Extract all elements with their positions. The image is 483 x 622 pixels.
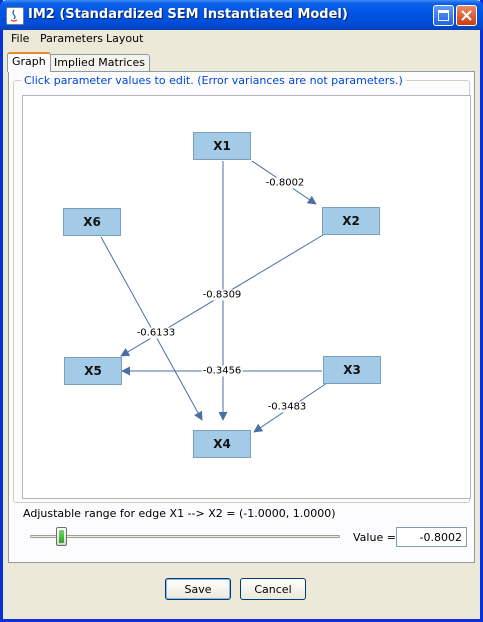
window-title: IM2 (Standardized SEM Instantiated Model… xyxy=(28,7,348,22)
cancel-button[interactable]: Cancel xyxy=(240,578,306,600)
value-label: Value = xyxy=(353,531,396,544)
maximize-icon xyxy=(438,10,449,21)
menu-layout[interactable]: Layout xyxy=(106,32,144,45)
value-slider-thumb[interactable] xyxy=(56,527,67,546)
edge-label-x1-x2[interactable]: -0.8002 xyxy=(264,177,306,189)
edge-label-x3-x5[interactable]: -0.3456 xyxy=(201,365,243,377)
save-button[interactable]: Save xyxy=(165,578,231,600)
node-x2[interactable]: X2 xyxy=(322,207,380,235)
node-x6[interactable]: X6 xyxy=(63,208,121,236)
menu-file[interactable]: File xyxy=(11,32,30,45)
tab-graph[interactable]: Graph xyxy=(7,52,51,72)
node-x4[interactable]: X4 xyxy=(193,430,251,458)
title-bar[interactable]: IM2 (Standardized SEM Instantiated Model… xyxy=(0,0,483,30)
menu-parameters[interactable]: Parameters xyxy=(40,32,103,45)
value-slider-track[interactable] xyxy=(30,535,340,538)
node-x3[interactable]: X3 xyxy=(323,356,381,384)
java-app-icon xyxy=(6,7,24,25)
tab-implied-matrices[interactable]: Implied Matrices xyxy=(49,54,150,71)
edge-label-x1-x4[interactable]: -0.8309 xyxy=(201,289,243,301)
graph-canvas[interactable]: X1 X2 X6 X5 X3 X4 -0.8002 -0.8309 -0.613… xyxy=(22,95,471,499)
edge-label-x2-x5[interactable]: -0.6133 xyxy=(135,327,177,339)
node-x5[interactable]: X5 xyxy=(64,357,122,385)
instruction-text: Click parameter values to edit. (Error v… xyxy=(21,74,406,87)
node-x1[interactable]: X1 xyxy=(193,132,251,160)
close-button[interactable] xyxy=(456,5,477,26)
value-input[interactable] xyxy=(396,527,467,547)
menu-bar: File Parameters Layout xyxy=(3,30,480,48)
graph-group: Click parameter values to edit. (Error v… xyxy=(13,74,471,503)
maximize-button[interactable] xyxy=(433,5,454,26)
graph-tab-panel: Click parameter values to edit. (Error v… xyxy=(8,71,475,563)
edge-label-x3-x4[interactable]: -0.3483 xyxy=(266,401,308,413)
adjustable-range-label: Adjustable range for edge X1 --> X2 = (-… xyxy=(23,507,336,520)
close-icon xyxy=(461,10,472,21)
